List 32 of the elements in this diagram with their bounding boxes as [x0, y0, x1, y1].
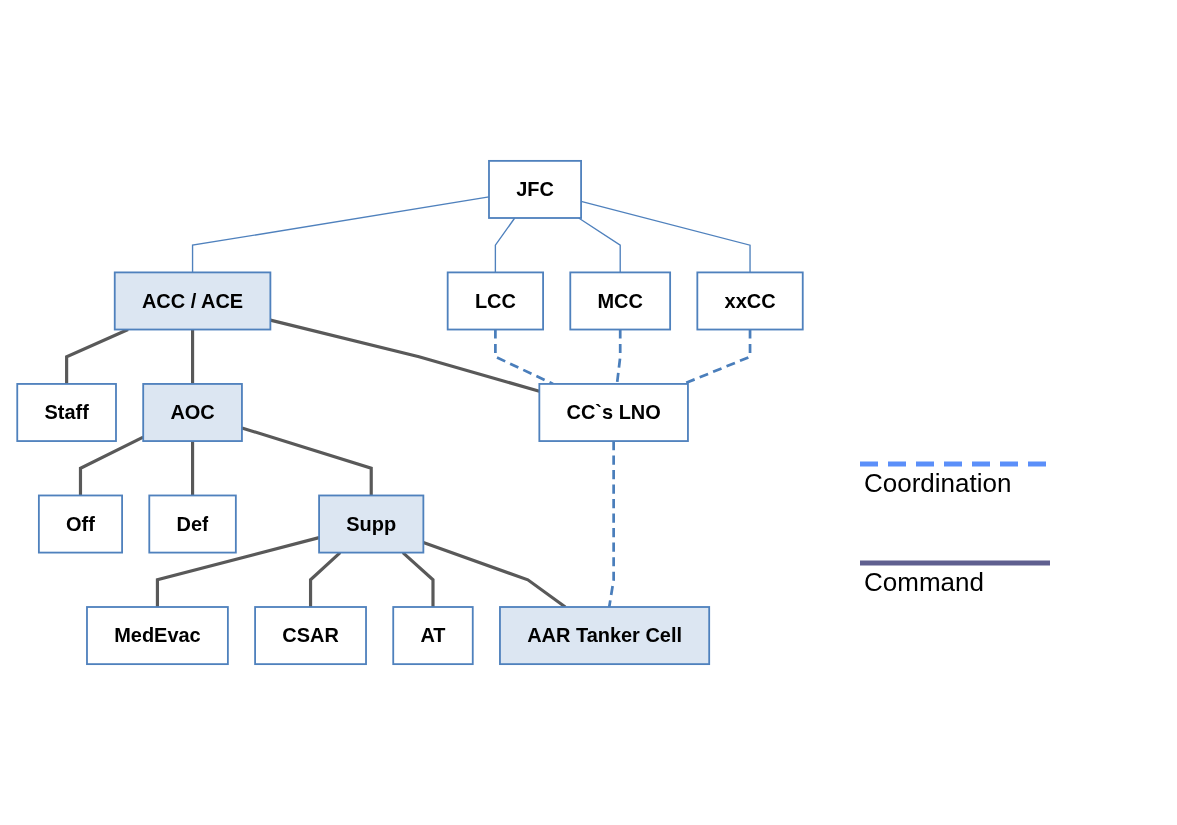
node-box: MCC [569, 271, 672, 331]
node-box: Supp [318, 494, 425, 554]
node-box: AT [392, 606, 474, 666]
node-box: AAR Tanker Cell [499, 606, 711, 666]
connector [580, 200, 751, 274]
node-box: CC`s LNO [538, 383, 689, 442]
connector [615, 329, 622, 385]
connector [308, 551, 342, 607]
connector [190, 329, 195, 384]
connector [401, 551, 435, 607]
node-box: LCC [446, 271, 544, 331]
node-box: JFC [488, 159, 582, 219]
legend-label: Coordination [864, 468, 1012, 499]
legend-label: Command [864, 567, 984, 598]
node-box: AOC [142, 383, 243, 442]
connector [683, 329, 752, 386]
node-box: xxCC [696, 271, 804, 331]
node-box: CSAR [254, 606, 367, 666]
node-box: Def [148, 494, 237, 554]
connector [607, 441, 615, 608]
connector [241, 426, 373, 496]
connector [494, 217, 516, 274]
node-box: Staff [16, 383, 117, 442]
connector [578, 217, 621, 274]
connector [270, 318, 540, 393]
node-box: MedEvac [86, 606, 229, 666]
node-box: Off [37, 494, 123, 554]
connector [190, 441, 195, 496]
connector [65, 328, 129, 384]
node-box: ACC / ACE [113, 271, 272, 331]
connector [78, 435, 144, 496]
connector [155, 536, 320, 607]
